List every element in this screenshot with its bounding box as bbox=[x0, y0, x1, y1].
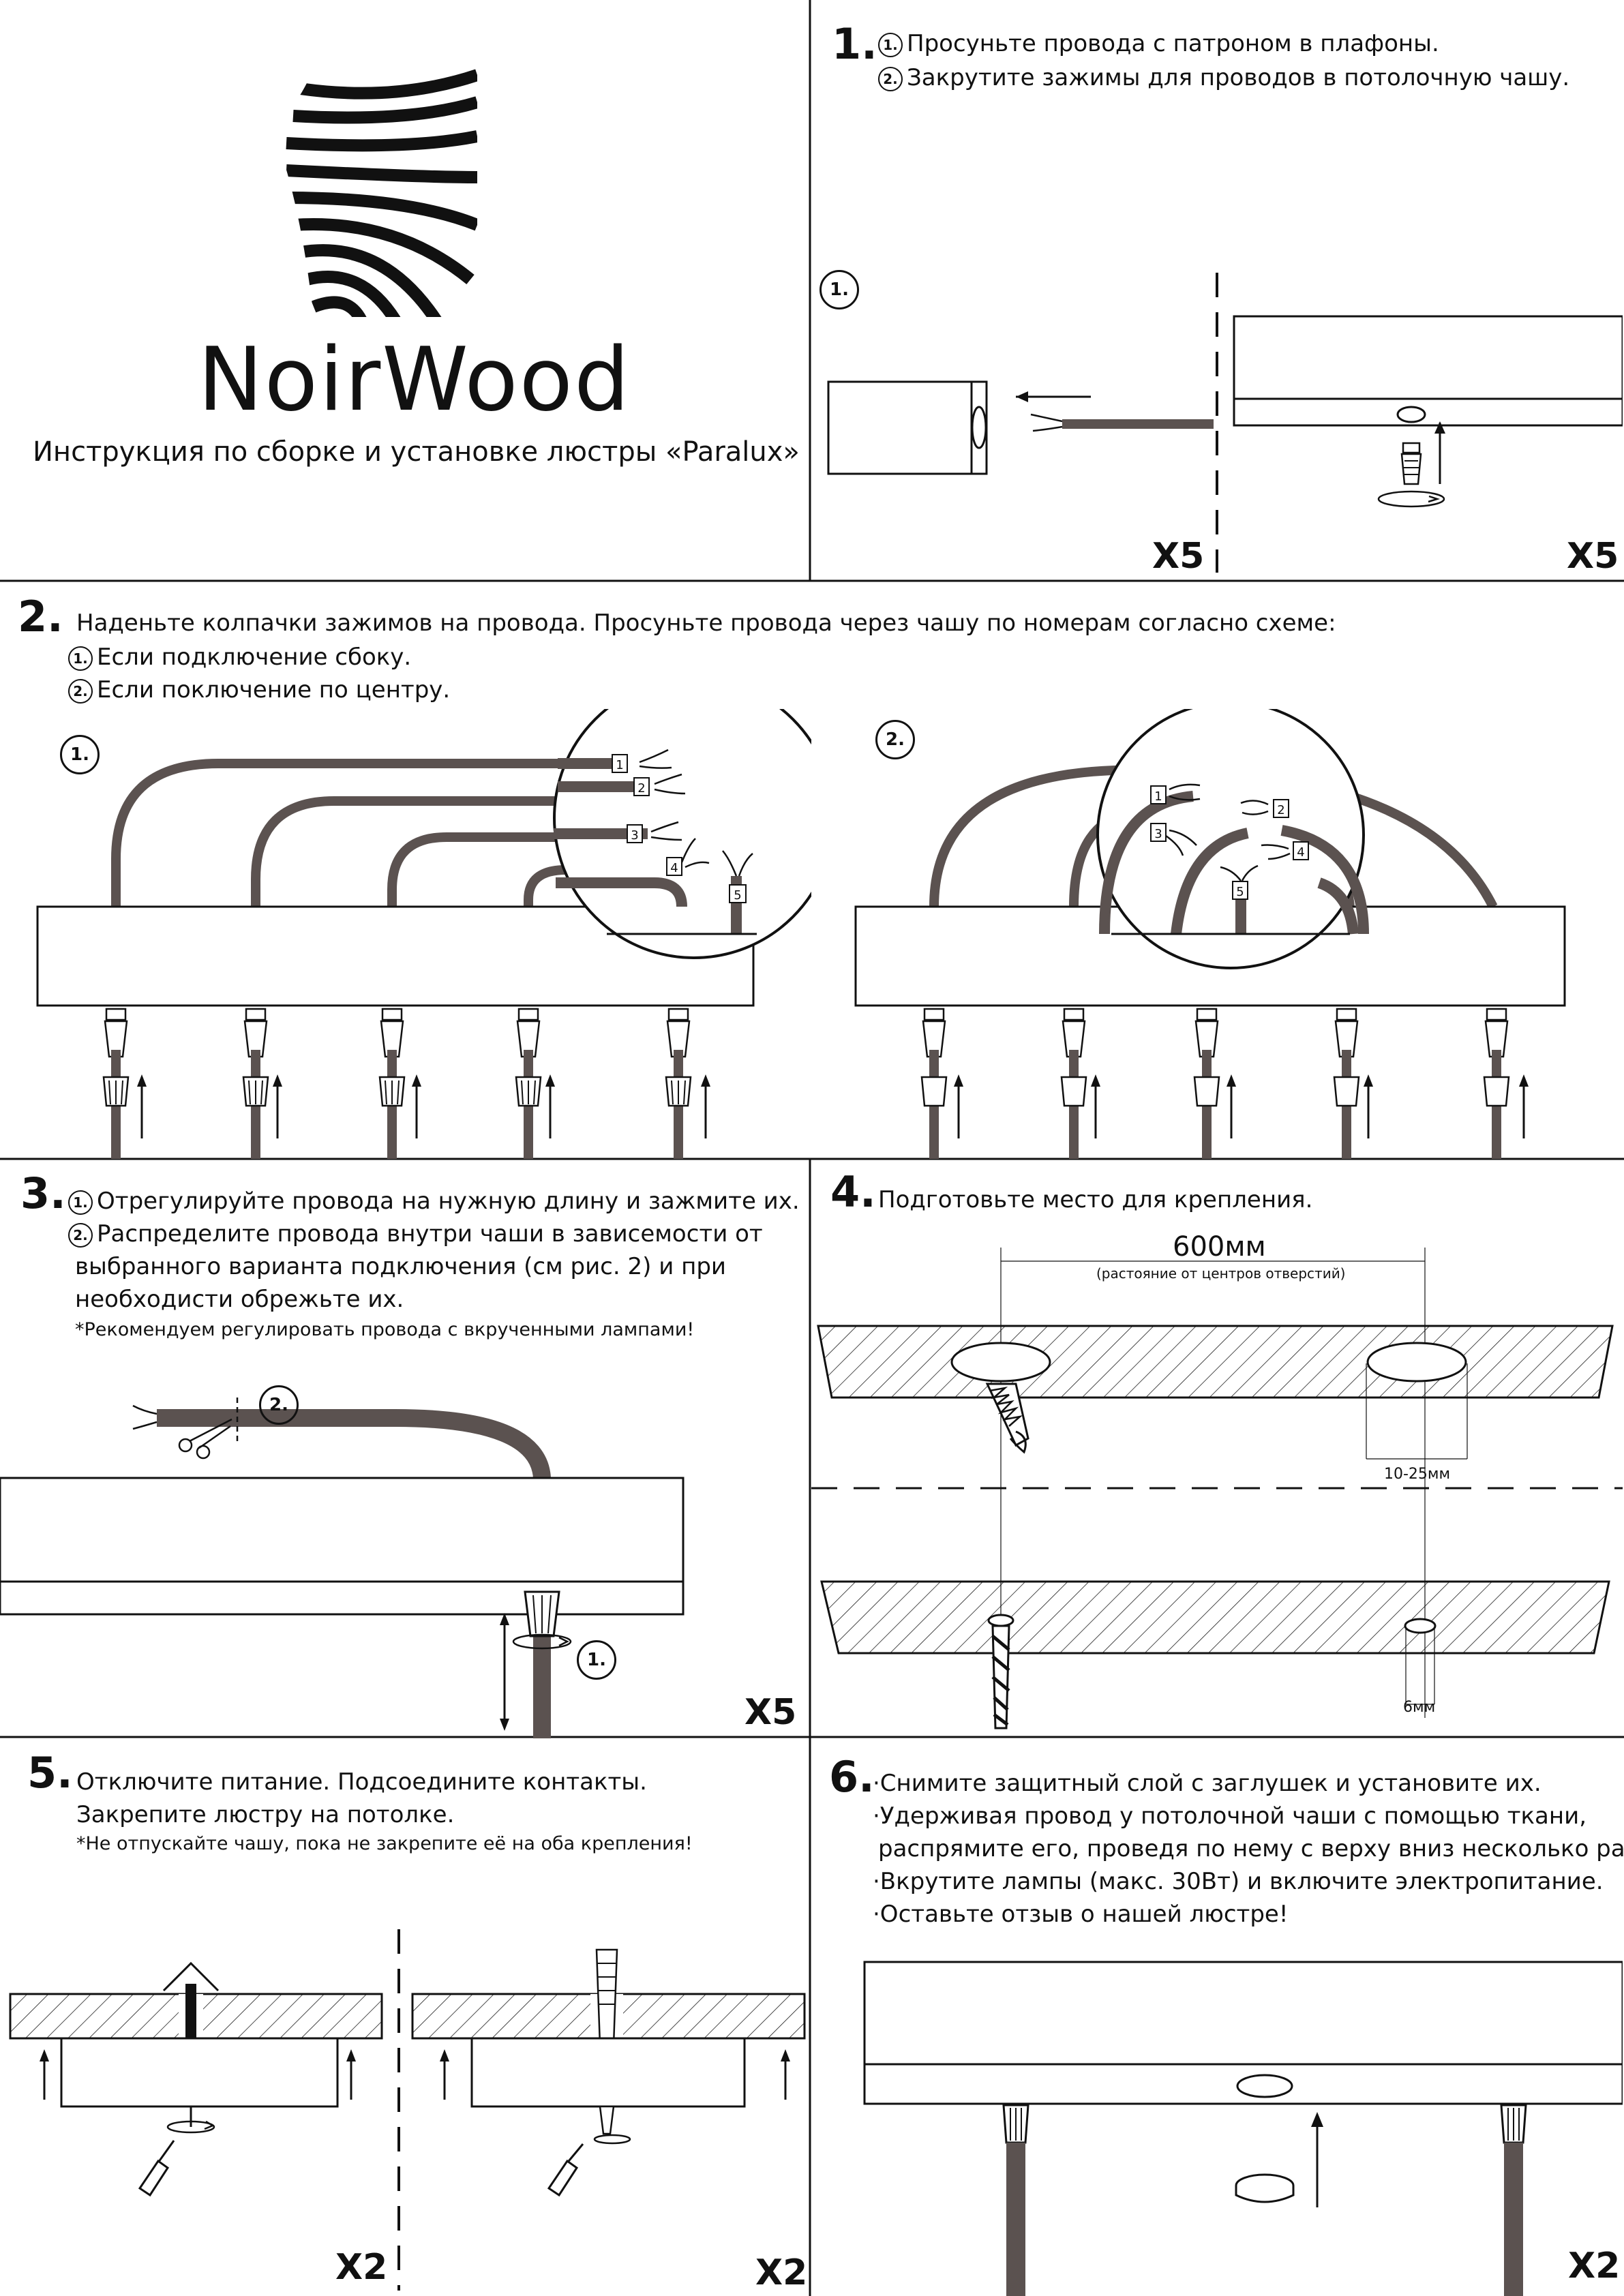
step-6-text1: ·Снимите защитный слой с заглушек и уста… bbox=[873, 1770, 1542, 1797]
step-3-note: *Рекомендуем регулировать провода с вкру… bbox=[75, 1319, 695, 1340]
circle-number-1: 1. bbox=[878, 32, 903, 57]
circle-number-2: 2. bbox=[878, 66, 903, 91]
wire-tag-1: 1 bbox=[616, 758, 623, 772]
step-4-hole-size: 6мм bbox=[1403, 1699, 1436, 1716]
step-1-number: 1. bbox=[832, 19, 877, 69]
wire-tag-5: 5 bbox=[734, 888, 741, 903]
step-1-line2: 2.Закрутите зажимы для проводов в потоло… bbox=[878, 61, 1569, 94]
step-3-line1: 1.Отрегулируйте провода на нужную длину … bbox=[68, 1185, 800, 1218]
step-4-distance-note: (растояние от центров отверстий) bbox=[1096, 1265, 1346, 1282]
step-1-diagram bbox=[827, 273, 1623, 573]
step-5-multiplier-right: X2 bbox=[755, 2252, 808, 2293]
circle-number-1: 1. bbox=[68, 646, 93, 671]
step-6-text5: ·Оставьте отзыв о нашей люстре! bbox=[873, 1901, 1289, 1928]
step-2-figure2-label: 2. bbox=[875, 720, 915, 759]
step-2-line3: 2.Если поключение по центру. bbox=[68, 674, 450, 706]
step-3-text3: выбранного варианта подключения (см рис.… bbox=[75, 1253, 727, 1280]
step-5-text2: Закрепите люстру на потолке. bbox=[76, 1801, 455, 1828]
wire-tag-2: 2 bbox=[1277, 803, 1284, 817]
circle-number-1: 1. bbox=[68, 1190, 93, 1215]
step-3-text4: необходисти обрежьте их. bbox=[75, 1286, 404, 1313]
noirwood-logo-icon bbox=[286, 69, 477, 317]
step-3-text1: Отрегулируйте провода на нужную длину и … bbox=[97, 1188, 800, 1215]
wire-tag-3: 3 bbox=[631, 828, 638, 843]
step-2-diagram-center: 1 2 3 4 5 bbox=[854, 709, 1566, 1159]
step-2-line2: 1.Если подключение сбоку. bbox=[68, 641, 411, 674]
step-5-number: 5. bbox=[27, 1748, 73, 1798]
step-3-cut-label: 2. bbox=[259, 1385, 299, 1425]
step-6-diagram bbox=[863, 1961, 1623, 2296]
brand-name: NoirWood bbox=[198, 329, 631, 431]
document-title: Инструкция по сборке и установке люстры … bbox=[33, 436, 800, 468]
step-6-text2: ·Удерживая провод у потолочной чаши с по… bbox=[873, 1802, 1587, 1830]
step-6-text4: ·Вкрутите лампы (макс. 30Вт) и включите … bbox=[873, 1868, 1604, 1895]
step-5-note: *Не отпускайте чашу, пока не закрепите е… bbox=[76, 1833, 693, 1854]
step-2-figure1-label: 1. bbox=[60, 735, 100, 774]
step-2-diagram-side: 1 2 3 4 5 bbox=[36, 709, 811, 1159]
wire-tag-1: 1 bbox=[1154, 789, 1162, 804]
step-4-distance: 600мм bbox=[1173, 1231, 1266, 1263]
step-1-text2: Закрутите зажимы для проводов в потолочн… bbox=[907, 64, 1570, 91]
step-3-number: 3. bbox=[20, 1168, 66, 1218]
step-1-multiplier-left: X5 bbox=[1152, 536, 1205, 577]
step-6-text3: распрямите его, проведя по нему с верху … bbox=[878, 1835, 1624, 1862]
step-6-multiplier: X2 bbox=[1568, 2246, 1621, 2286]
step-4-diagram bbox=[811, 1248, 1623, 1729]
step-1-multiplier-right: X5 bbox=[1567, 536, 1619, 577]
circle-number-2: 2. bbox=[68, 1222, 93, 1248]
wire-tag-2: 2 bbox=[637, 781, 645, 796]
step-1-text1: Просуньте провода с патроном в плафоны. bbox=[907, 30, 1439, 57]
step-3-diagram bbox=[0, 1398, 685, 1738]
step-5-multiplier-left: X2 bbox=[335, 2247, 388, 2288]
step-3-twist-label: 1. bbox=[577, 1640, 616, 1680]
step-1-line1: 1.Просуньте провода с патроном в плафоны… bbox=[878, 27, 1439, 60]
step-6-number: 6. bbox=[829, 1752, 875, 1802]
step-2-text1: Наденьте колпачки зажимов на провода. Пр… bbox=[76, 609, 1336, 637]
step-3-line2: 2.Распределите провода внутри чаши в зав… bbox=[68, 1218, 763, 1250]
wire-tag-4: 4 bbox=[1297, 845, 1304, 860]
step-5-text1: Отключите питание. Подсоедините контакты… bbox=[76, 1768, 647, 1796]
wire-tag-5: 5 bbox=[1236, 885, 1244, 899]
step-4-depth: 10-25мм bbox=[1384, 1466, 1451, 1483]
step-5-diagram bbox=[9, 1929, 806, 2291]
step-4-number: 4. bbox=[830, 1167, 876, 1217]
step-4-text1: Подготовьте место для крепления. bbox=[878, 1186, 1313, 1213]
wire-tag-3: 3 bbox=[1154, 827, 1162, 841]
step-2-text2: Если подключение сбоку. bbox=[97, 644, 412, 671]
step-2-text3: Если поключение по центру. bbox=[97, 676, 451, 704]
step-2-number: 2. bbox=[18, 592, 63, 641]
step-1-figure-label: 1. bbox=[819, 270, 859, 309]
circle-number-2: 2. bbox=[68, 678, 93, 704]
wire-tag-4: 4 bbox=[670, 861, 678, 875]
step-3-text2: Распределите провода внутри чаши в завис… bbox=[97, 1220, 763, 1248]
step-3-multiplier: X5 bbox=[745, 1692, 797, 1733]
